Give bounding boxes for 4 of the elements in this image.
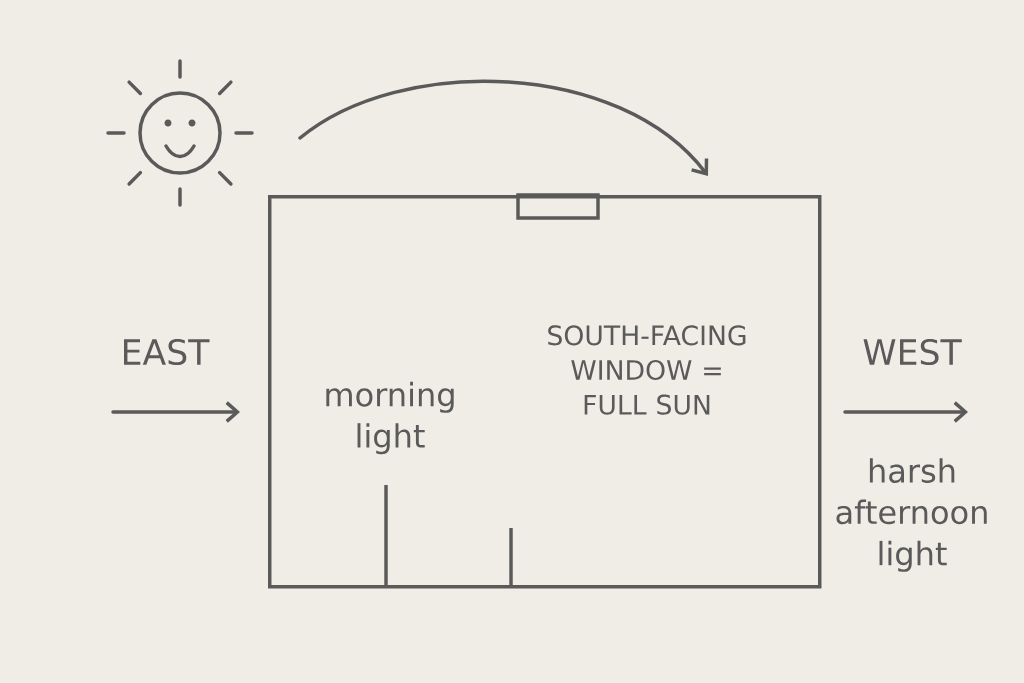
room-label: morning light <box>326 381 454 455</box>
room-label: SOUTH-FACING WINDOW = FULL SUN <box>548 325 746 415</box>
compass-label: WEST <box>863 338 962 366</box>
compass-label: EAST <box>124 338 210 366</box>
